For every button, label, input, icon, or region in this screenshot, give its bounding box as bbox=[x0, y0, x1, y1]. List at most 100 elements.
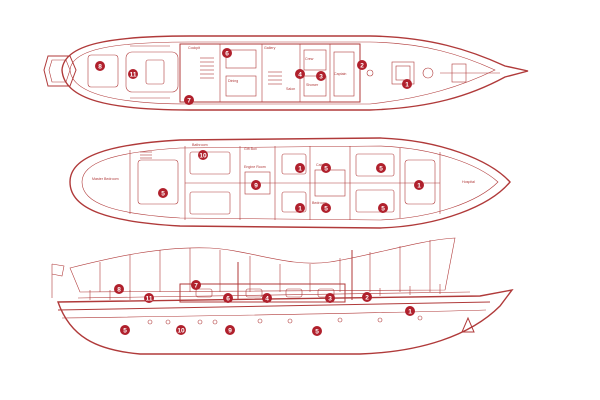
aft-seating bbox=[87, 54, 119, 88]
portholes bbox=[147, 315, 423, 325]
svg-text:5: 5 bbox=[315, 328, 319, 335]
label-engine-room: Engine Room bbox=[244, 165, 266, 169]
bulkheads bbox=[129, 146, 441, 220]
label-gift-box: Gift Box bbox=[244, 147, 257, 151]
label-crew: Crew bbox=[305, 57, 314, 61]
svg-text:3: 3 bbox=[328, 295, 332, 302]
marker[interactable]: 9 bbox=[251, 180, 261, 190]
marker[interactable]: 5 bbox=[321, 203, 331, 213]
label-bathroom: Bathroom bbox=[192, 143, 208, 147]
label-master-bedroom: Master Bedroom bbox=[92, 177, 119, 181]
markers-top: 8 11 6 7 4 3 2 1 bbox=[95, 48, 412, 105]
marker[interactable]: 6 bbox=[223, 293, 233, 303]
top-deck-plan: Cockpit Gallery Dining Salon Crew Captai… bbox=[43, 35, 529, 111]
marker[interactable]: 6 bbox=[222, 48, 232, 58]
svg-text:6: 6 bbox=[225, 50, 229, 57]
marker[interactable]: 5 bbox=[321, 163, 331, 173]
svg-text:3: 3 bbox=[319, 73, 323, 80]
profile-view bbox=[51, 237, 514, 355]
label-hospital: Hospital bbox=[462, 180, 475, 184]
svg-text:9: 9 bbox=[228, 327, 232, 334]
svg-text:8: 8 bbox=[98, 63, 102, 70]
sheer-line bbox=[57, 301, 491, 311]
marker[interactable]: 7 bbox=[184, 95, 194, 105]
svg-text:4: 4 bbox=[298, 71, 302, 78]
label-captain: Captain bbox=[334, 72, 346, 76]
marker[interactable]: 4 bbox=[295, 69, 305, 79]
marker[interactable]: 3 bbox=[316, 71, 326, 81]
svg-text:10: 10 bbox=[177, 327, 185, 334]
svg-text:5: 5 bbox=[324, 205, 328, 212]
marker[interactable]: 5 bbox=[312, 326, 322, 336]
hull-logo bbox=[461, 316, 475, 333]
stern-tender bbox=[43, 55, 77, 87]
marker[interactable]: 1 bbox=[295, 163, 305, 173]
marker[interactable]: 1 bbox=[405, 306, 415, 316]
svg-text:8: 8 bbox=[117, 286, 121, 293]
svg-text:1: 1 bbox=[408, 308, 412, 315]
svg-text:1: 1 bbox=[298, 205, 302, 212]
svg-text:7: 7 bbox=[187, 97, 191, 104]
marker[interactable]: 5 bbox=[378, 203, 388, 213]
deckhouse bbox=[179, 43, 361, 103]
profile-deckhouse bbox=[179, 283, 346, 303]
lower-deck-hull bbox=[69, 137, 511, 229]
marker[interactable]: 11 bbox=[128, 69, 138, 79]
svg-text:11: 11 bbox=[130, 71, 137, 78]
svg-text:5: 5 bbox=[324, 165, 328, 172]
svg-text:5: 5 bbox=[381, 205, 385, 212]
svg-text:5: 5 bbox=[123, 327, 127, 334]
marker[interactable]: 8 bbox=[95, 61, 105, 71]
stern-flag bbox=[51, 263, 65, 298]
svg-text:2: 2 bbox=[360, 62, 364, 69]
top-deck-bulwark bbox=[69, 41, 496, 105]
marker[interactable]: 2 bbox=[357, 60, 367, 70]
markers-lower: 10 1 5 5 9 5 1 5 1 5 bbox=[158, 150, 424, 213]
label-cabin: Cabin bbox=[316, 163, 325, 167]
marker[interactable]: 10 bbox=[176, 325, 186, 335]
stairs bbox=[200, 57, 282, 85]
marker[interactable]: 1 bbox=[295, 203, 305, 213]
label-gallery: Gallery bbox=[264, 46, 276, 50]
marker[interactable]: 5 bbox=[158, 188, 168, 198]
label-bedroom: Bedroom bbox=[312, 201, 327, 205]
top-deck-hull bbox=[61, 35, 529, 111]
lower-deck-plan: Master Bedroom Engine Room Bathroom Gift… bbox=[69, 137, 511, 229]
marker[interactable]: 4 bbox=[262, 293, 272, 303]
marker[interactable]: 3 bbox=[325, 293, 335, 303]
label-dining: Dining bbox=[228, 79, 238, 83]
label-cockpit: Cockpit bbox=[188, 46, 200, 50]
svg-text:1: 1 bbox=[405, 81, 409, 88]
svg-text:2: 2 bbox=[365, 294, 369, 301]
svg-text:1: 1 bbox=[417, 182, 421, 189]
marker[interactable]: 11 bbox=[144, 293, 154, 303]
marker[interactable]: 9 bbox=[225, 325, 235, 335]
label-salon: Salon bbox=[286, 87, 295, 91]
svg-text:10: 10 bbox=[199, 152, 207, 159]
berths bbox=[137, 151, 436, 215]
profile-hull bbox=[57, 288, 514, 355]
awning-ribs bbox=[99, 240, 431, 292]
label-shower: Shower bbox=[306, 83, 319, 87]
svg-text:11: 11 bbox=[146, 295, 153, 302]
markers-profile: 8 7 11 6 4 3 2 1 5 10 9 5 bbox=[114, 280, 415, 336]
svg-text:7: 7 bbox=[194, 282, 198, 289]
svg-text:6: 6 bbox=[226, 295, 230, 302]
awning bbox=[69, 237, 456, 293]
svg-text:5: 5 bbox=[161, 190, 165, 197]
marker[interactable]: 2 bbox=[362, 292, 372, 302]
marker[interactable]: 5 bbox=[376, 163, 386, 173]
marker[interactable]: 5 bbox=[120, 325, 130, 335]
marker[interactable]: 1 bbox=[402, 79, 412, 89]
marker[interactable]: 10 bbox=[198, 150, 208, 160]
svg-text:5: 5 bbox=[379, 165, 383, 172]
svg-text:4: 4 bbox=[265, 295, 269, 302]
svg-text:1: 1 bbox=[298, 165, 302, 172]
marker[interactable]: 8 bbox=[114, 284, 124, 294]
svg-text:9: 9 bbox=[254, 182, 258, 189]
mast-base bbox=[366, 69, 374, 77]
marker[interactable]: 7 bbox=[191, 280, 201, 290]
marker[interactable]: 1 bbox=[414, 180, 424, 190]
railing bbox=[77, 284, 471, 300]
